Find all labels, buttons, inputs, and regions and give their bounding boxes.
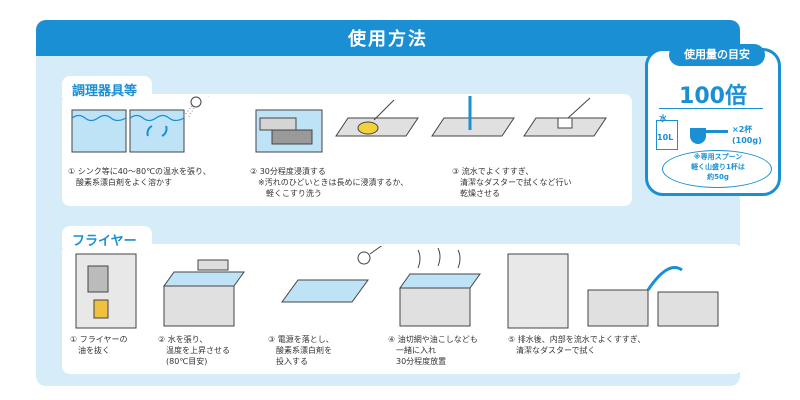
usage-heading: 使用量の目安 [669,44,765,66]
fryer-drain-illustration [75,253,137,329]
water-icon [656,120,678,150]
fryer-title: フライヤー [72,234,137,249]
fryer-add-bleach-illustration [281,246,383,303]
fryer-step-5: ⑤ 排水後、内部を流水でよくすすぎ、 清潔なダスターで拭く [508,335,646,355]
fryer-step-4: ④ 油切網や油こしなども 一緒に入れ 30分程度放置 [388,335,478,366]
utensils-step-3: ③ 流水でよくすすぎ、 清潔なダスターで拭くなど行い 乾燥させる [452,167,572,198]
page-title: 使用方法 [348,29,428,50]
header-bar: 使用方法 [36,20,740,56]
fryer-rinse-illustration [507,253,719,329]
usage-cups: ×2杯 (100g) [732,125,762,145]
fryer-step-1: ① フライヤーの 油を抜く [70,335,128,355]
fryer-step-3: ③ 電源を落とし、 酸素系漂白剤を 投入する [268,335,334,366]
fryer-illustrations [75,246,719,329]
utensils-step-1: ① シンク等に40～80℃の温水を張り、 酸素系漂白剤をよく溶かす [68,167,211,187]
ratio-divider [659,108,763,109]
usage-note: ※専用スプーン 軽く山盛り1杯は 約50g [691,153,745,181]
utensils-tab [62,76,152,98]
utensils-illustrations [71,96,607,153]
fryer-soak-illustration [399,247,481,327]
tray-rinse-illustration [431,96,515,137]
note-bracket [662,150,772,188]
water-label: 水 [659,114,667,123]
utensils-title: 調理器具等 [72,84,138,99]
tray-scrub-illustration [335,99,419,137]
tray-wipe-illustration [523,97,607,137]
fryer-step-2: ② 水を張り、 温度を上昇させる (80℃目安) [158,335,230,366]
spoon-icon [690,128,728,144]
sink-illustration [71,96,209,153]
usage-ratio: 100倍 [679,84,747,109]
utensils-step-2: ② 30分程度浸漬する ※汚れのひどいときは長めに浸漬するか、 軽くこすり洗う [250,167,409,198]
fryer-tab [62,226,152,248]
water-amount: 10L [657,133,674,142]
tray-soak-illustration [255,109,323,153]
fryer-fill-illustration [163,259,245,327]
